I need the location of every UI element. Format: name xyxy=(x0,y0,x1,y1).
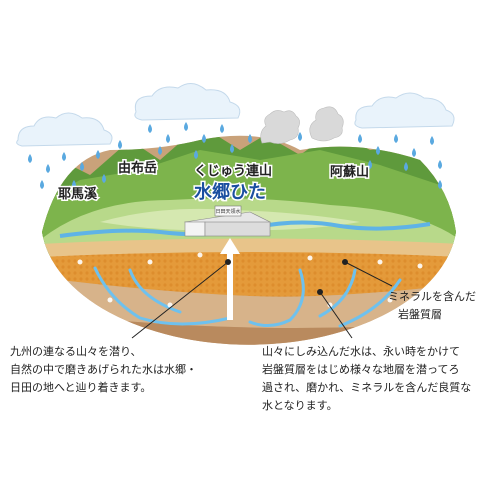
raindrop-icon xyxy=(412,148,416,157)
label-kuju: くじゅう連山 xyxy=(194,163,272,179)
raindrop-icon xyxy=(28,154,32,163)
raindrop-icon xyxy=(368,160,372,169)
raindrop-icon xyxy=(80,162,84,171)
label-aso: 阿蘇山 xyxy=(330,164,369,180)
raindrop-icon xyxy=(376,146,380,155)
caption-rock-layer: ミネラルを含んだ 岩盤質層 xyxy=(388,288,476,324)
pointer-dot xyxy=(317,289,323,295)
factory-icon: 日田天領水 xyxy=(184,205,271,237)
raindrop-icon xyxy=(404,162,408,171)
raindrop-icon xyxy=(202,134,206,143)
raindrop-icon xyxy=(148,124,152,133)
cloud-icon xyxy=(16,83,455,147)
caption-line: 岩盤質層 xyxy=(398,308,442,321)
caption-line: 水となります。 xyxy=(262,399,338,412)
raindrop-icon xyxy=(194,150,198,159)
smoke-icon xyxy=(260,106,344,144)
caption-line: 自然の中で磨きあげられた水は水郷・ xyxy=(10,363,197,376)
raindrop-icon xyxy=(96,150,100,159)
caption-line: 九州の連なる山々を潜り、 xyxy=(10,345,142,358)
raindrop-icon xyxy=(248,134,252,143)
leader-lines xyxy=(131,261,393,339)
caption-right: 山々にしみ込んだ水は、永い時をかけて 岩盤質層をはじめ様々な地層を潜ってろ 過さ… xyxy=(262,343,471,415)
raindrop-icon xyxy=(102,174,106,183)
raindrop-icon xyxy=(394,134,398,143)
raindrop-icon xyxy=(298,132,302,141)
caption-line: 岩盤質層をはじめ様々な地層を潜ってろ xyxy=(262,363,460,376)
raindrop-icon xyxy=(230,144,234,153)
raindrop-icon xyxy=(158,146,162,155)
caption-line: 山々にしみ込んだ水は、永い時をかけて xyxy=(262,345,460,358)
label-yabakei: 耶馬溪 xyxy=(58,186,98,202)
raindrop-icon xyxy=(118,140,122,149)
raindrop-icon xyxy=(438,180,442,189)
raindrop-icon xyxy=(430,136,434,145)
raindrop-icon xyxy=(438,160,442,169)
raindrop-icon xyxy=(28,122,442,189)
pointer-dot xyxy=(342,259,348,265)
raindrop-icon xyxy=(358,134,362,143)
caption-line: ミネラルを含んだ xyxy=(388,290,476,303)
raindrop-icon xyxy=(220,124,224,133)
raindrop-icon xyxy=(40,180,44,189)
caption-line: 過され、磨かれ、ミネラルを含んだ良質な xyxy=(262,381,472,394)
raindrop-icon xyxy=(72,180,76,189)
caption-left: 九州の連なる山々を潜り、 自然の中で磨きあげられた水は水郷・ 日田の地へと辿り着… xyxy=(10,343,197,397)
raindrop-icon xyxy=(184,122,188,131)
factory-sign: 日田天領水 xyxy=(215,208,240,215)
raindrop-icon xyxy=(62,152,66,161)
caption-line: 日田の地へと辿り着きます。 xyxy=(10,381,152,394)
pointer-dot xyxy=(225,259,231,265)
raindrop-icon xyxy=(46,164,50,173)
label-yufudake: 由布岳 xyxy=(118,160,157,176)
raindrop-icon xyxy=(166,134,170,143)
label-brand: 水郷ひた xyxy=(194,181,266,203)
